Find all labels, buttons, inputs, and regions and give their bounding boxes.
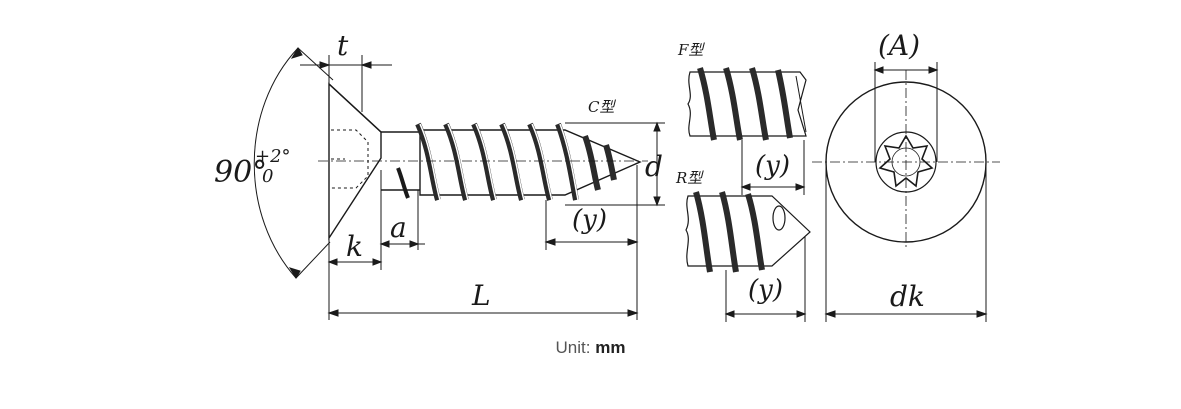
main-y-dimension [544, 200, 639, 250]
k-label: k [346, 230, 363, 263]
main-y-label: (y) [572, 205, 607, 235]
c-type-label: C型 [588, 98, 616, 116]
r-type-label: R型 [675, 169, 704, 187]
d-dimension [565, 121, 665, 207]
unit-label: Unit: [555, 338, 591, 357]
t-dimension [300, 55, 392, 112]
unit-value: mm [595, 338, 626, 357]
dk-dimension [824, 162, 988, 322]
t-label: t [337, 29, 349, 62]
unit-line: Unit: mm [0, 338, 1181, 358]
r-y-label: (y) [748, 275, 783, 305]
dk-label: dk [890, 280, 925, 313]
a-dimension [379, 190, 425, 250]
head-top-view [812, 70, 1000, 250]
angle-tolerance-lower: 0 [262, 166, 273, 187]
a-label: a [390, 211, 407, 244]
A-label: (A) [878, 29, 920, 62]
L-label: L [471, 279, 491, 312]
r-y-dimension [724, 236, 807, 322]
f-type-tip [687, 67, 807, 141]
angle-dimension [253, 47, 334, 279]
r-type-tip [685, 191, 811, 273]
f-y-label: (y) [755, 151, 790, 181]
f-type-label: F型 [677, 41, 705, 59]
main-screw-side-view [318, 82, 648, 241]
f-y-dimension [740, 140, 806, 195]
k-dimension [327, 170, 383, 270]
angle-label: 90° [214, 155, 267, 190]
A-dimension [873, 62, 939, 162]
angle-tolerance-upper: +2° [255, 146, 291, 167]
d-label: d [645, 150, 663, 183]
